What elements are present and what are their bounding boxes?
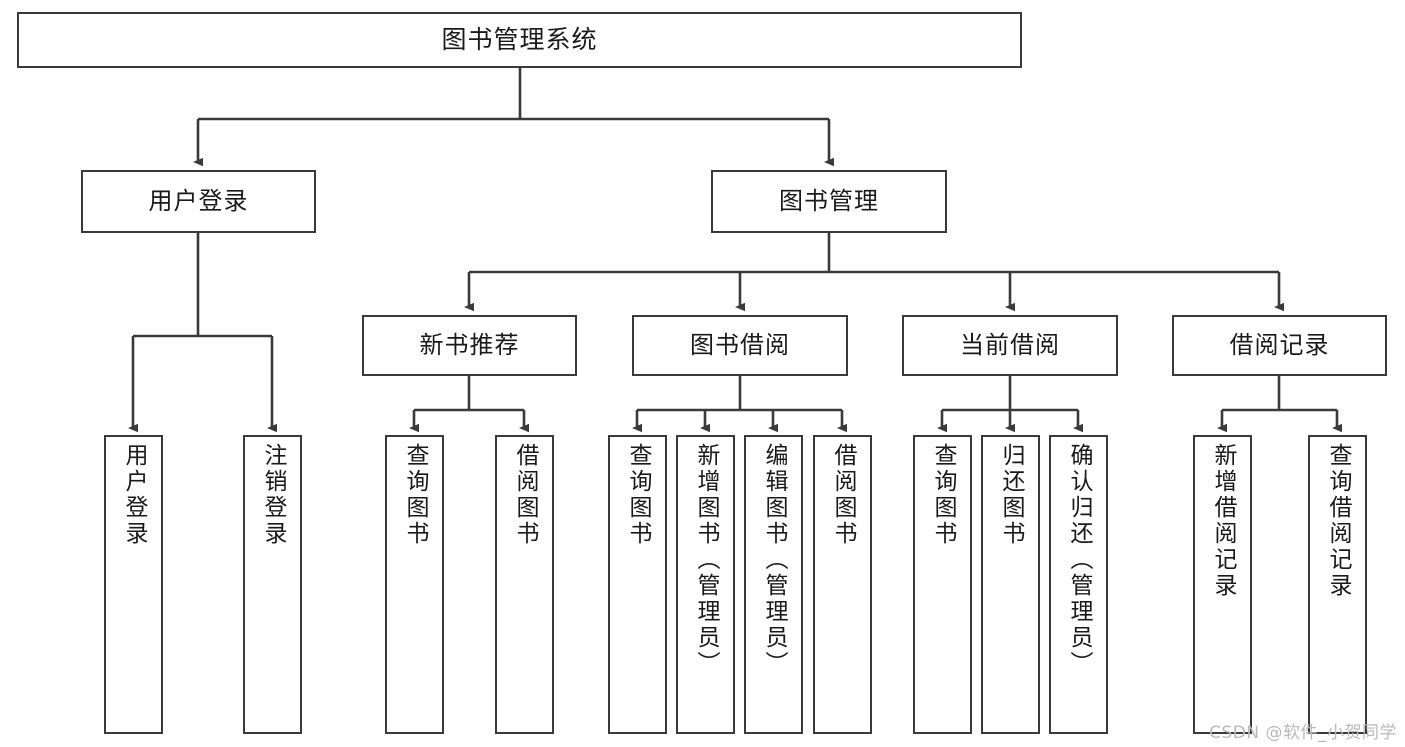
leaf-query-book-3-label: 查询图书 (930, 443, 956, 547)
leaf-query-book-2[interactable]: 查询图书 (608, 435, 667, 734)
leaf-user-login[interactable]: 用户登录 (104, 435, 163, 734)
node-root-label: 图书管理系统 (441, 25, 598, 55)
leaf-confirm-return-label: 确认归还（管理员） (1066, 443, 1092, 677)
leaf-query-book-3[interactable]: 查询图书 (913, 435, 972, 734)
leaf-add-record-label: 新增借阅记录 (1210, 443, 1236, 599)
leaf-edit-book-label: 编辑图书（管理员） (761, 443, 787, 677)
leaf-confirm-return[interactable]: 确认归还（管理员） (1049, 435, 1108, 734)
leaf-query-record[interactable]: 查询借阅记录 (1308, 435, 1367, 734)
leaf-return-book[interactable]: 归还图书 (981, 435, 1040, 734)
node-new-book-recommend-label: 新书推荐 (419, 331, 520, 360)
leaf-edit-book[interactable]: 编辑图书（管理员） (744, 435, 803, 734)
leaf-query-record-label: 查询借阅记录 (1325, 443, 1351, 599)
leaf-borrow-book-1-label: 借阅图书 (512, 443, 538, 547)
leaf-logout-login[interactable]: 注销登录 (243, 435, 302, 734)
node-borrow-record[interactable]: 借阅记录 (1172, 315, 1387, 376)
leaf-return-book-label: 归还图书 (998, 443, 1024, 547)
watermark: CSDN @软件_小贺同学 (1209, 723, 1397, 743)
node-book-management[interactable]: 图书管理 (711, 170, 947, 233)
leaf-add-book[interactable]: 新增图书（管理员） (676, 435, 735, 734)
node-book-borrow[interactable]: 图书借阅 (632, 315, 848, 376)
leaf-user-login-label: 用户登录 (121, 443, 147, 547)
leaf-query-book-1-label: 查询图书 (402, 443, 428, 547)
node-user-login-label: 用户登录 (148, 187, 249, 216)
leaf-add-record[interactable]: 新增借阅记录 (1193, 435, 1252, 734)
node-borrow-record-label: 借阅记录 (1229, 331, 1330, 360)
leaf-borrow-book-2[interactable]: 借阅图书 (813, 435, 872, 734)
leaf-borrow-book-1[interactable]: 借阅图书 (495, 435, 554, 734)
node-new-book-recommend[interactable]: 新书推荐 (362, 315, 577, 376)
node-current-borrow[interactable]: 当前借阅 (902, 315, 1118, 376)
node-book-management-label: 图书管理 (779, 187, 879, 216)
leaf-query-book-2-label: 查询图书 (625, 443, 651, 547)
node-book-borrow-label: 图书借阅 (690, 331, 790, 360)
leaf-borrow-book-2-label: 借阅图书 (830, 443, 856, 547)
leaf-query-book-1[interactable]: 查询图书 (385, 435, 444, 734)
node-root-system[interactable]: 图书管理系统 (17, 12, 1022, 68)
leaf-add-book-label: 新增图书（管理员） (693, 443, 719, 677)
leaf-logout-login-label: 注销登录 (260, 443, 286, 547)
node-current-borrow-label: 当前借阅 (960, 331, 1060, 360)
node-user-login[interactable]: 用户登录 (81, 170, 316, 233)
